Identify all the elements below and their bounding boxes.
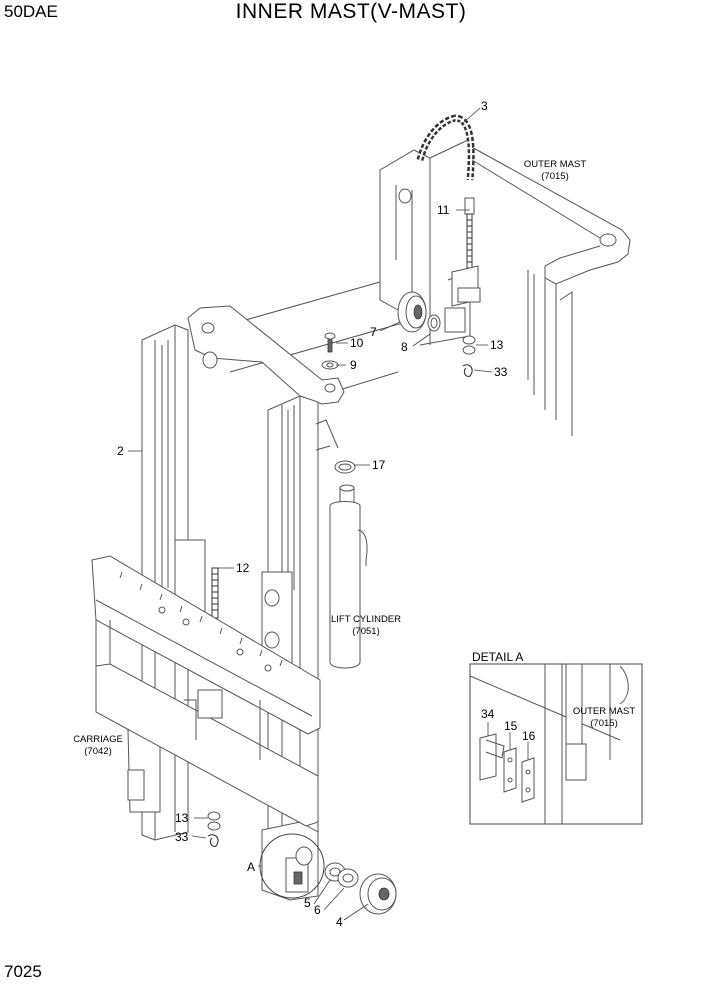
callout-9: 9 — [350, 358, 357, 372]
callout-13-upper: 13 — [490, 338, 504, 352]
callout-10: 10 — [350, 336, 364, 350]
callout-17: 17 — [372, 458, 386, 472]
page-title: INNER MAST(V-MAST) — [235, 0, 467, 23]
model-code: 50DAE — [4, 2, 58, 21]
callout-3: 3 — [481, 99, 488, 113]
bolt-and-washer — [321, 332, 339, 370]
callout-4: 4 — [336, 915, 343, 929]
lift-cylinder-label: LIFT CYLINDER — [331, 614, 401, 625]
callout-15: 15 — [504, 719, 518, 733]
callout-33-upper: 33 — [494, 365, 508, 379]
detail-outer-mast-code: (7015) — [590, 718, 617, 729]
detail-a-marker — [259, 833, 325, 899]
callout-2: 2 — [117, 444, 124, 458]
callout-16: 16 — [522, 729, 536, 743]
carriage-label: CARRIAGE — [73, 734, 123, 745]
roller-assembly — [324, 862, 397, 915]
callout-34: 34 — [481, 707, 495, 721]
chain-anchor-bolt — [444, 197, 481, 333]
chain-part — [416, 114, 475, 181]
nut-and-pin-lower — [207, 811, 221, 847]
detail-a-letter: A — [247, 860, 255, 874]
carriage-code: (7042) — [84, 746, 111, 757]
callout-13-lower: 13 — [175, 811, 189, 825]
callout-11: 11 — [437, 203, 450, 217]
leader-lines — [128, 107, 529, 921]
lift-cylinder-code: (7051) — [352, 626, 379, 637]
callout-5: 5 — [304, 896, 311, 910]
detail-a-box — [469, 663, 643, 825]
detail-outer-mast-label: OUTER MAST — [573, 706, 635, 717]
page-number: 7025 — [4, 962, 42, 981]
callout-8: 8 — [401, 340, 408, 354]
outer-mast-code: (7015) — [541, 171, 568, 182]
nut-and-pin-upper — [462, 335, 476, 377]
sheave-part — [397, 291, 441, 333]
lift-cylinder-drawing — [315, 419, 368, 669]
callout-12: 12 — [236, 561, 250, 575]
outer-mast-drawing — [209, 139, 631, 436]
chain-anchor-bolt-lower — [211, 567, 219, 619]
callout-7: 7 — [370, 325, 377, 339]
outer-mast-label: OUTER MAST — [524, 159, 586, 170]
carriage-drawing — [91, 555, 321, 827]
callout-33-lower: 33 — [175, 830, 189, 844]
detail-a-title: DETAIL A — [472, 650, 523, 664]
callout-6: 6 — [314, 903, 321, 917]
